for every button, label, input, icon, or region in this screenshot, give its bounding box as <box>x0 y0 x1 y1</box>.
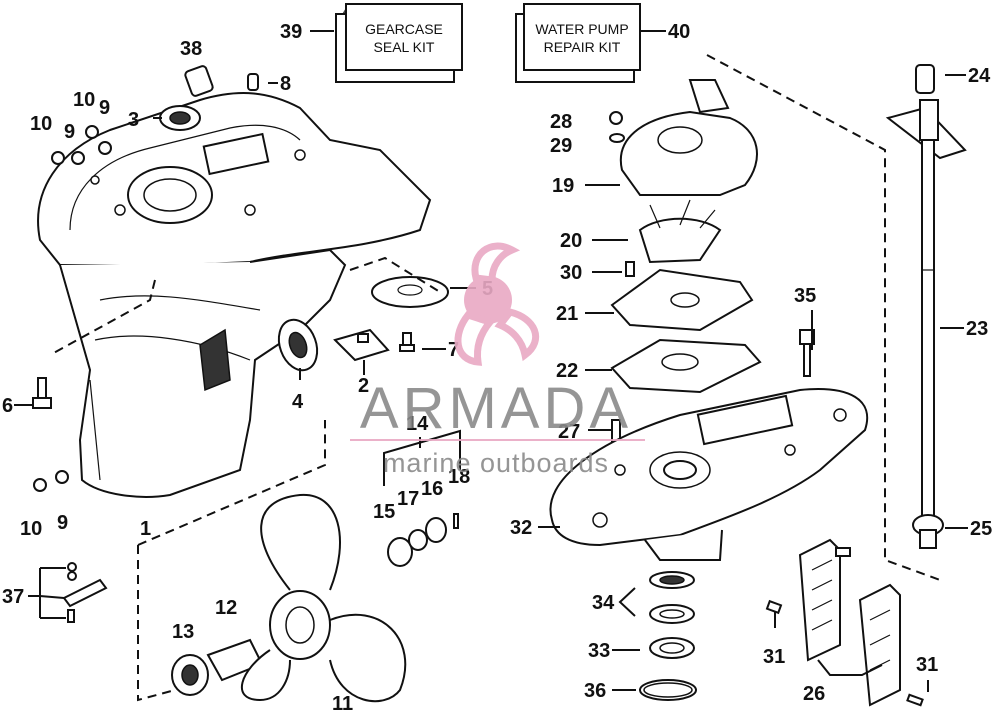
gearcase-kit-line1: GEARCASE <box>365 21 443 37</box>
watermark-tagline: marine outboards <box>383 448 609 478</box>
dashed-guides <box>49 54 941 702</box>
callout-3: 3 <box>128 109 139 131</box>
water-pump-kit-line2: REPAIR KIT <box>544 39 621 55</box>
bolt-6 <box>32 377 52 409</box>
water-pump-assembly <box>609 79 762 394</box>
top-left-hardware <box>33 65 259 492</box>
gearcase-seal-kit-box: GEARCASE SEAL KIT <box>335 3 463 83</box>
callout-34: 34 <box>592 592 615 614</box>
leader-lines <box>14 30 968 692</box>
callout-24: 24 <box>968 65 991 87</box>
callout-8: 8 <box>280 73 291 95</box>
callout-9-left: 9 <box>64 121 75 143</box>
water-pump-kit-line1: WATER PUMP <box>535 21 628 37</box>
callout-22: 22 <box>556 360 578 382</box>
callout-12: 12 <box>215 597 237 619</box>
gearcase-kit-line2: SEAL KIT <box>374 39 435 55</box>
callout-29: 29 <box>550 135 572 157</box>
callout-21: 21 <box>556 303 578 325</box>
callout-27: 27 <box>558 421 580 443</box>
callout-37: 37 <box>2 586 24 608</box>
callout-32: 32 <box>510 517 532 539</box>
callout-25: 25 <box>970 518 992 540</box>
callout-20: 20 <box>560 230 582 252</box>
callout-16: 16 <box>421 478 443 500</box>
callout-4: 4 <box>292 391 304 413</box>
callout-10-bottom: 10 <box>20 518 42 540</box>
callout-30: 30 <box>560 262 582 284</box>
callout-19: 19 <box>552 175 574 197</box>
lower-seals <box>639 571 697 701</box>
callout-23: 23 <box>966 318 988 340</box>
callout-7: 7 <box>448 339 459 361</box>
callout-40: 40 <box>668 21 690 43</box>
drive-shaft <box>885 64 967 549</box>
callout-36: 36 <box>584 680 606 702</box>
callout-9-top: 9 <box>99 97 110 119</box>
pin-8 <box>247 73 259 91</box>
callout-28: 28 <box>550 111 572 133</box>
callout-14: 14 <box>406 413 429 435</box>
callout-13: 13 <box>172 621 194 643</box>
water-pump-repair-kit-box: WATER PUMP REPAIR KIT <box>515 3 641 83</box>
bushing-38 <box>184 65 214 97</box>
callout-11: 11 <box>332 693 353 714</box>
callout-1: 1 <box>140 518 151 540</box>
callout-26: 26 <box>803 683 825 705</box>
linkage-37 <box>62 562 108 623</box>
base-plate-32 <box>549 388 869 561</box>
seal-4 <box>277 318 319 372</box>
parts-2-5-7 <box>333 276 449 362</box>
propeller <box>240 493 407 703</box>
armada-watermark: ARMADA marine outboards <box>350 242 645 478</box>
bracket-26 <box>765 538 924 707</box>
callout-38: 38 <box>180 38 202 60</box>
callout-10-top: 10 <box>73 89 95 111</box>
gearcase-housing <box>37 92 432 498</box>
callout-10-left: 10 <box>30 113 52 135</box>
callout-39: 39 <box>280 21 302 43</box>
propeller-logo-icon <box>454 242 540 366</box>
callout-31-left: 31 <box>763 646 785 668</box>
callout-15: 15 <box>373 501 395 523</box>
propeller-hardware <box>171 513 459 696</box>
callout-9-bottom: 9 <box>57 512 68 534</box>
callout-33: 33 <box>588 640 610 662</box>
callout-31-right: 31 <box>916 654 938 676</box>
callout-6: 6 <box>2 395 13 417</box>
callout-18: 18 <box>448 466 470 488</box>
callout-35: 35 <box>794 285 816 307</box>
callout-17: 17 <box>397 488 419 510</box>
bolts-27-35 <box>611 329 815 447</box>
watermark-brand: ARMADA <box>360 376 632 441</box>
callout-2: 2 <box>358 375 369 397</box>
